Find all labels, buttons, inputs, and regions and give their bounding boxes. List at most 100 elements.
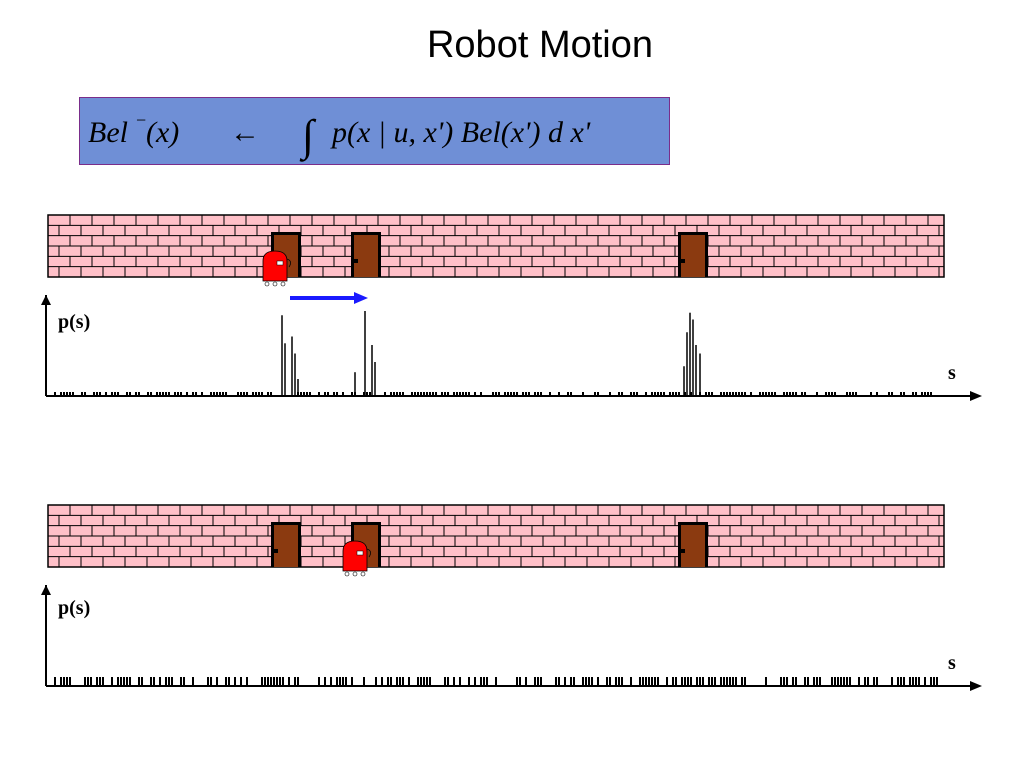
robot-eye: [356, 550, 364, 556]
belief-tick: [684, 392, 686, 396]
belief-tick: [525, 677, 527, 686]
belief-tick: [216, 392, 218, 396]
belief-tick: [141, 677, 143, 686]
belief-tick: [801, 392, 803, 396]
belief-tick: [672, 677, 674, 686]
belief-tick: [480, 392, 482, 396]
belief-tick: [54, 677, 56, 686]
belief-tick: [519, 677, 521, 686]
belief-tick: [468, 677, 470, 686]
belief-tick: [453, 677, 455, 686]
belief-tick: [918, 677, 920, 686]
belief-tick: [582, 392, 584, 396]
belief-tick: [855, 392, 857, 396]
belief-tick: [558, 677, 560, 686]
belief-tick: [570, 392, 572, 396]
belief-tick: [234, 677, 236, 686]
belief-tick: [651, 392, 653, 396]
belief-tick: [594, 392, 596, 396]
belief-tick: [72, 392, 74, 396]
belief-tick: [786, 677, 788, 686]
belief-tick: [759, 392, 761, 396]
belief-tick: [351, 677, 353, 686]
belief-tick: [210, 677, 212, 686]
belief-tick: [729, 392, 731, 396]
belief-tick: [690, 677, 692, 686]
belief-tick: [246, 392, 248, 396]
belief-tick: [897, 677, 899, 686]
belief-tick: [201, 392, 203, 396]
belief-tick: [639, 677, 641, 686]
belief-tick: [765, 677, 767, 686]
robot-wheel: [264, 281, 270, 287]
belief-tick: [300, 392, 302, 396]
belief-tick: [279, 677, 281, 686]
belief-tick: [900, 392, 902, 396]
belief-tick: [876, 392, 878, 396]
panel-1: p(s) s: [41, 214, 982, 401]
belief-tick: [804, 392, 806, 396]
belief-tick: [297, 677, 299, 686]
belief-tick: [858, 677, 860, 686]
belief-tick: [621, 677, 623, 686]
belief-tick: [528, 392, 530, 396]
belief-tick: [138, 677, 140, 686]
belief-tick: [399, 677, 401, 686]
belief-tick: [795, 392, 797, 396]
belief-tick: [444, 677, 446, 686]
belief-tick: [474, 392, 476, 396]
belief-tick: [876, 677, 878, 686]
belief-2: [54, 677, 938, 686]
belief-tick: [744, 677, 746, 686]
belief-tick: [750, 392, 752, 396]
belief-tick: [165, 677, 167, 686]
belief-tick: [699, 677, 701, 686]
belief-tick: [654, 677, 656, 686]
belief-tick: [66, 677, 68, 686]
belief-tick: [720, 392, 722, 396]
belief-tick: [270, 677, 272, 686]
door-knob: [354, 259, 358, 263]
belief-tick: [582, 677, 584, 686]
belief-tick: [852, 392, 854, 396]
belief-tick: [192, 677, 194, 686]
belief-tick: [618, 392, 620, 396]
robot-eye: [276, 260, 284, 266]
belief-tick: [351, 392, 353, 396]
belief-tick: [483, 677, 485, 686]
belief-tick: [459, 392, 461, 396]
xlabel-2: s: [948, 652, 956, 674]
belief-tick: [456, 392, 458, 396]
belief-tick: [915, 392, 917, 396]
belief-tick: [930, 392, 932, 396]
belief-tick: [708, 392, 710, 396]
belief-tick: [924, 392, 926, 396]
motion-arrow: [290, 292, 368, 304]
belief-tick: [678, 392, 680, 396]
belief-tick: [441, 392, 443, 396]
belief-tick: [891, 677, 893, 686]
belief-tick: [516, 677, 518, 686]
ylabel-2: p(s): [58, 597, 90, 619]
belief-tick: [114, 392, 116, 396]
belief-tick: [129, 392, 131, 396]
belief-tick: [60, 677, 62, 686]
panel-2: p(s) s: [41, 504, 982, 691]
belief-tick: [111, 392, 113, 396]
belief-tick: [96, 677, 98, 686]
belief-tick: [366, 392, 368, 396]
belief-tick: [738, 392, 740, 396]
belief-tick: [840, 677, 842, 686]
slide-title: Robot Motion: [426, 24, 653, 66]
belief-tick: [150, 392, 152, 396]
belief-tick: [873, 677, 875, 686]
belief-tick: [363, 392, 365, 396]
belief-tick: [672, 392, 674, 396]
belief-tick: [741, 392, 743, 396]
robot-wheel: [360, 571, 366, 577]
belief-tick: [735, 392, 737, 396]
belief-tick: [168, 392, 170, 396]
belief-tick: [522, 392, 524, 396]
belief-tick: [510, 392, 512, 396]
belief-tick: [912, 392, 914, 396]
